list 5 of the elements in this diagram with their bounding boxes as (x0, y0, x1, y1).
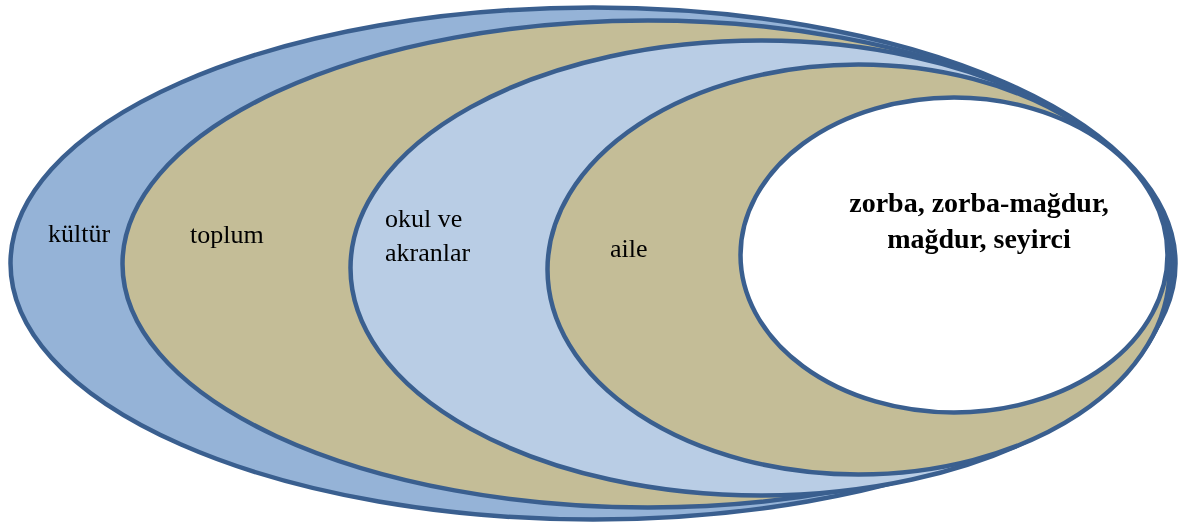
region-label: aile (610, 233, 649, 265)
region-label: toplum (190, 219, 265, 251)
region-label: kültür (48, 218, 112, 250)
region-label: zorba, zorba-mağdur, mağdur, seyirci (848, 186, 1110, 257)
region-label: okul ve akranlar (385, 203, 472, 269)
